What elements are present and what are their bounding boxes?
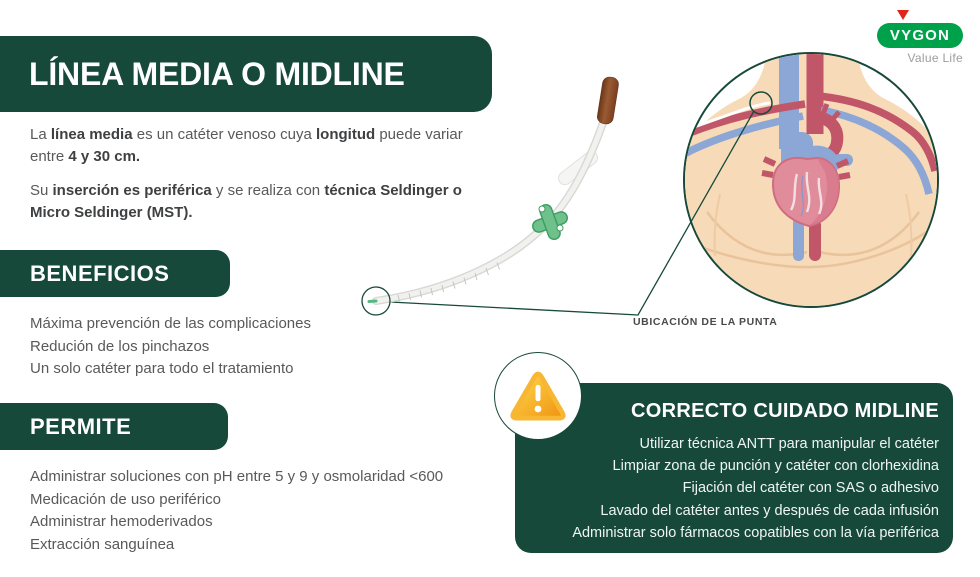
section-header-permite: PERMITE bbox=[0, 403, 228, 450]
intro-paragraph-2: Su inserción es periférica y se realiza … bbox=[30, 180, 510, 224]
section-heading-label: BENEFICIOS bbox=[30, 260, 170, 286]
intro-text: La línea media es un catéter venoso cuya… bbox=[30, 124, 510, 236]
inferior-vessel-blue bbox=[793, 217, 804, 261]
inferior-vessel-red bbox=[809, 219, 821, 261]
care-list: Utilizar técnica ANTT para manipular el … bbox=[515, 433, 939, 544]
armpit-line bbox=[905, 193, 913, 257]
list-item: Utilizar técnica ANTT para manipular el … bbox=[639, 436, 939, 452]
brand-tagline: Value Life bbox=[907, 51, 963, 65]
list-item: Administrar soluciones con pH entre 5 y … bbox=[30, 468, 444, 485]
warning-triangle-icon bbox=[510, 371, 566, 421]
logo-pill: VYGON bbox=[877, 23, 963, 48]
intro-line: Micro Seldinger (MST). bbox=[30, 204, 193, 221]
coronary-vessel bbox=[789, 173, 799, 211]
pulmonary-veins-right bbox=[835, 158, 851, 180]
catheter-tip bbox=[367, 299, 378, 303]
list-item: Administrar solo fármacos copatibles con… bbox=[572, 524, 939, 541]
list-item: Un solo catéter para todo el tratamiento bbox=[30, 360, 294, 377]
section-header-beneficios: BENEFICIOS bbox=[0, 250, 230, 297]
catheter-tab bbox=[557, 150, 599, 186]
pulmonary-veins-left bbox=[761, 156, 777, 178]
list-item: Administrar hemoderivados bbox=[30, 513, 213, 530]
intro-line: Su inserción es periférica y se realiza … bbox=[30, 182, 462, 199]
intro-paragraph-1: La línea media es un catéter venoso cuya… bbox=[30, 124, 510, 168]
permite-list: Administrar soluciones con pH entre 5 y … bbox=[30, 466, 443, 556]
coronary-vessel bbox=[805, 171, 811, 213]
subclavian-blue-right bbox=[820, 106, 933, 195]
depth-marks bbox=[397, 262, 500, 303]
benefits-list: Máxima prevención de las complicaciones … bbox=[30, 313, 311, 381]
list-item: Fijación del catéter con SAS o adhesivo bbox=[682, 480, 939, 497]
list-item: Limpiar zona de punción y catéter con cl… bbox=[612, 458, 939, 475]
subclavian-red-right bbox=[818, 92, 937, 172]
tip-location-caption: UBICACIÓN DE LA PUNTA bbox=[633, 316, 778, 328]
page-title: LÍNEA MEDIA O MIDLINE bbox=[29, 55, 405, 92]
coronary-vessel bbox=[817, 177, 823, 215]
warning-badge bbox=[494, 352, 582, 440]
red-arrow-icon bbox=[897, 10, 909, 20]
care-card: CORRECTO CUIDADO MIDLINE Utilizar técnic… bbox=[515, 383, 953, 553]
aorta-branches bbox=[820, 103, 841, 122]
heart-shading bbox=[809, 158, 839, 226]
securement-wings-icon bbox=[532, 204, 568, 240]
anatomy-circle-illustration bbox=[683, 52, 939, 308]
care-card-title: CORRECTO CUIDADO MIDLINE bbox=[631, 400, 939, 422]
list-item: Lavado del catéter antes y después de ca… bbox=[600, 502, 939, 519]
tip-circle bbox=[361, 286, 391, 316]
page-title-banner: LÍNEA MEDIA O MIDLINE bbox=[0, 36, 492, 112]
list-item: Redución de los pinchazos bbox=[30, 337, 210, 355]
list-item: Máxima prevención de las complicaciones bbox=[30, 315, 311, 332]
tip-highlight-circle bbox=[749, 91, 773, 115]
coronary-vein bbox=[800, 175, 804, 217]
list-item: Medicación de uso periférico bbox=[30, 490, 221, 508]
catheter-cap bbox=[597, 76, 619, 125]
section-heading-label: PERMITE bbox=[30, 413, 132, 439]
intro-line: La línea media es un catéter venoso cuya… bbox=[30, 126, 463, 143]
intro-line: entre 4 y 30 cm. bbox=[30, 148, 141, 165]
brand-logo: VYGON Value Life bbox=[873, 8, 973, 66]
list-item: Extracción sanguínea bbox=[30, 535, 175, 553]
chest-heart-illustration bbox=[685, 54, 937, 306]
